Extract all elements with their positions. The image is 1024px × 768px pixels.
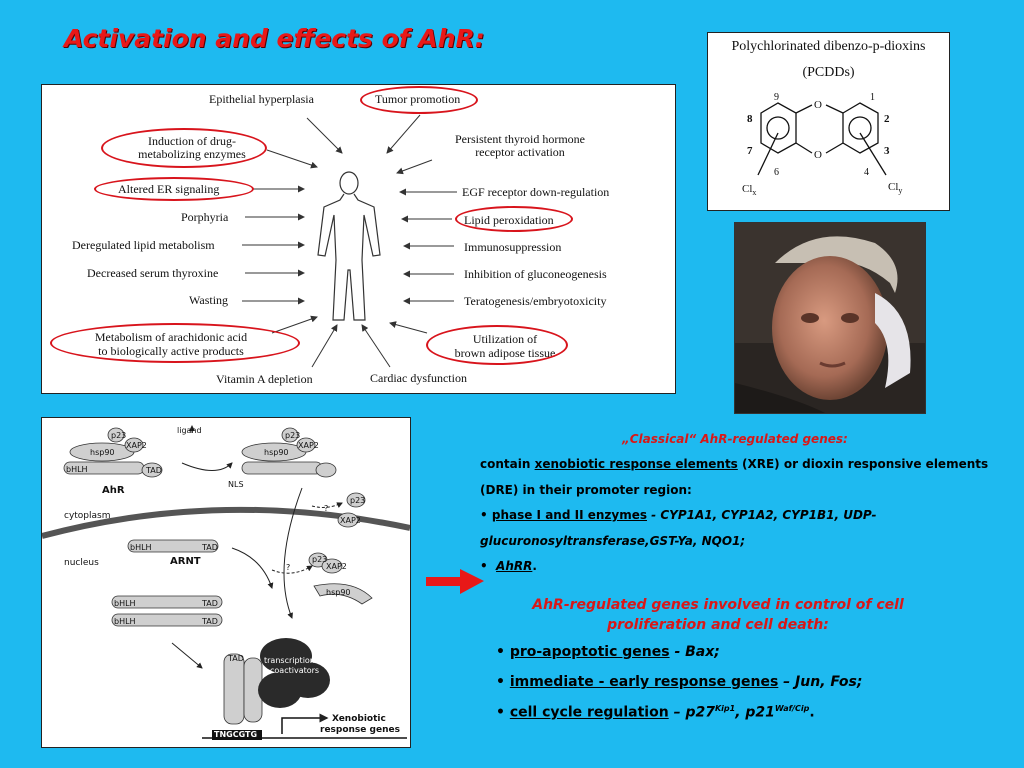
effect-gluconeogenesis: Inhibition of gluconeogenesis [464,267,607,281]
mech-question-2: ? [286,563,291,572]
mech-xenobiotic-line2: response genes [320,725,400,735]
effect-epithelial-hyperplasia: Epithelial hyperplasia [209,92,314,106]
mech-tad-label-3: TAD [202,599,218,608]
control-heading-line1: AhR-regulated genes involved in control … [532,597,904,613]
effect-immunosuppression: Immunosuppression [464,240,562,254]
mech-p23-label-4: p23 [312,555,328,564]
mech-p23-label-3: p23 [350,496,366,505]
mech-xenobiotic-line1: Xenobiotic [332,714,386,724]
effect-thyroxine: Decreased serum thyroxine [87,266,219,280]
mech-xap2-label-2: XAP2 [298,441,319,450]
effect-teratogenesis: Teratogenesis/embryotoxicity [464,294,607,308]
portrait-image [735,223,925,413]
dioxin-position-6: 6 [774,167,779,178]
mech-tad-label-4: TAD [202,617,218,626]
mech-ahr-label: AhR [102,485,125,496]
mech-tad-label-5: TAD [228,654,244,663]
mech-coactivators-line2: coactivators [270,666,320,675]
genes-line2: (DRE) in their promoter region: [480,483,692,497]
genes-bullet-ahrr: • AhRR. [480,559,537,573]
genes-bullet-phase-enzymes-cont: glucuronosyltransferase,GST-Ya, NQO1; [480,534,746,548]
dioxin-position-2: 2 [884,113,890,125]
mech-arnt-label: ARNT [170,556,201,567]
ahr-mechanism-figure: ligand p23 XAP2 hsp90 bHLH TAD AhR cytop… [41,417,411,748]
highlight-oval [94,177,254,201]
effects-arrows [242,114,457,368]
mech-xap2-label-3: XAP2 [340,516,361,525]
effect-lipid-metabolism: Deregulated lipid metabolism [72,238,215,252]
mech-xap2-label-4: XAP2 [326,562,347,571]
dioxin-position-1: 1 [870,92,875,103]
effect-thyroid-line2: receptor activation [475,145,565,159]
effect-thyroid-line1: Persistent thyroid hormone [455,132,585,146]
mech-coactivators-line1: transcriptional [264,656,323,665]
control-item-immediate-early: • immediate - early response genes – Jun… [496,674,863,690]
mech-p23-label: p23 [111,431,127,440]
effect-egf: EGF receptor down-regulation [462,185,610,199]
highlight-oval [426,325,568,365]
red-arrow-icon [426,569,484,594]
slide-title: Activation and effects of AhR: [64,24,485,53]
dioxin-position-7: 7 [747,145,753,157]
highlight-oval [50,323,300,363]
dioxin-abbreviation: (PCDDs) [802,65,855,80]
mech-cytoplasm-label: cytoplasm [64,511,111,521]
mech-question-1: ? [324,504,329,513]
dioxin-cly: Cly [888,181,903,196]
control-item-pro-apoptotic: • pro-apoptotic genes - Bax; [496,644,720,660]
highlight-oval [360,86,478,114]
mech-hsp90-label-3: hsp90 [326,588,351,597]
ahr-effects-figure: Epithelial hyperplasia Tumor promotion I… [41,84,676,394]
dioxin-position-3: 3 [884,145,890,157]
control-heading-line2: proliferation and cell death: [607,617,829,633]
dioxin-position-4: 4 [864,167,869,178]
mechanism-diagram [42,425,410,740]
highlight-oval [101,128,267,168]
mech-bhlh-label-4: bHLH [114,617,136,626]
highlight-oval [455,206,573,232]
mech-tad-label: TAD [146,466,162,475]
effect-porphyria: Porphyria [181,210,229,224]
mech-xap2-label: XAP2 [126,441,147,450]
dioxin-oxygen-top: O [814,99,822,111]
mech-p23-label-2: p23 [285,431,301,440]
dioxin-molecule [757,102,887,176]
dioxin-position-9: 9 [774,92,779,103]
portrait-photo [734,222,926,414]
mech-bhlh-label: bHLH [66,465,88,474]
mech-dre-sequence: TNGCGTG [214,730,258,739]
mech-nucleus-label: nucleus [64,558,99,568]
effect-cardiac: Cardiac dysfunction [370,371,467,385]
mech-hsp90-label-2: hsp90 [264,448,289,457]
control-item-cell-cycle: • cell cycle regulation – p27Kip1, p21Wa… [496,704,815,721]
effect-wasting: Wasting [189,293,229,307]
genes-line1: contain xenobiotic response elements (XR… [480,457,989,471]
dioxin-structure-figure: Polychlorinated dibenzo-p-dioxins (PCDDs… [707,32,950,211]
mech-hsp90-label: hsp90 [90,448,115,457]
genes-bullet-phase-enzymes: • phase I and II enzymes - CYP1A1, CYP1A… [480,508,877,522]
dioxin-name: Polychlorinated dibenzo-p-dioxins [731,39,926,54]
classical-genes-heading: „Classical“ AhR-regulated genes: [622,432,848,446]
mech-ligand-label: ligand [177,426,202,435]
mech-bhlh-label-3: bHLH [114,599,136,608]
mech-tad-label-2: TAD [202,543,218,552]
effect-vitamin-a: Vitamin A depletion [216,372,313,386]
dioxin-clx: Clx [742,183,757,198]
dioxin-oxygen-bottom: O [814,149,822,161]
mech-bhlh-label-2: bHLH [130,543,152,552]
mech-nls-label: NLS [228,480,244,489]
dioxin-position-8: 8 [747,113,753,125]
